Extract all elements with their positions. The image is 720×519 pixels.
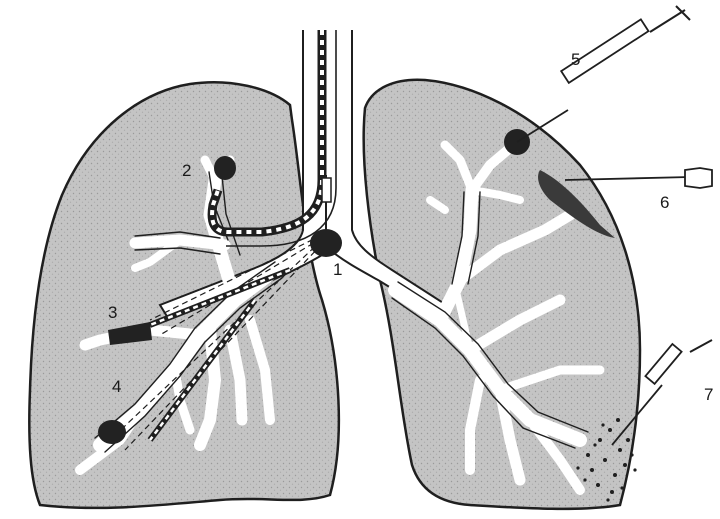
label-5: 5 xyxy=(571,50,580,69)
label-1: 1 xyxy=(333,260,342,279)
label-7: 7 xyxy=(704,385,713,404)
label-3: 3 xyxy=(108,303,117,322)
lesion-2 xyxy=(214,156,236,180)
label-2: 2 xyxy=(182,161,191,180)
lesion-4 xyxy=(98,420,126,444)
lesion-1 xyxy=(310,229,342,257)
label-6: 6 xyxy=(660,193,669,212)
syringe-icon xyxy=(517,6,690,142)
label-4: 4 xyxy=(112,377,121,396)
